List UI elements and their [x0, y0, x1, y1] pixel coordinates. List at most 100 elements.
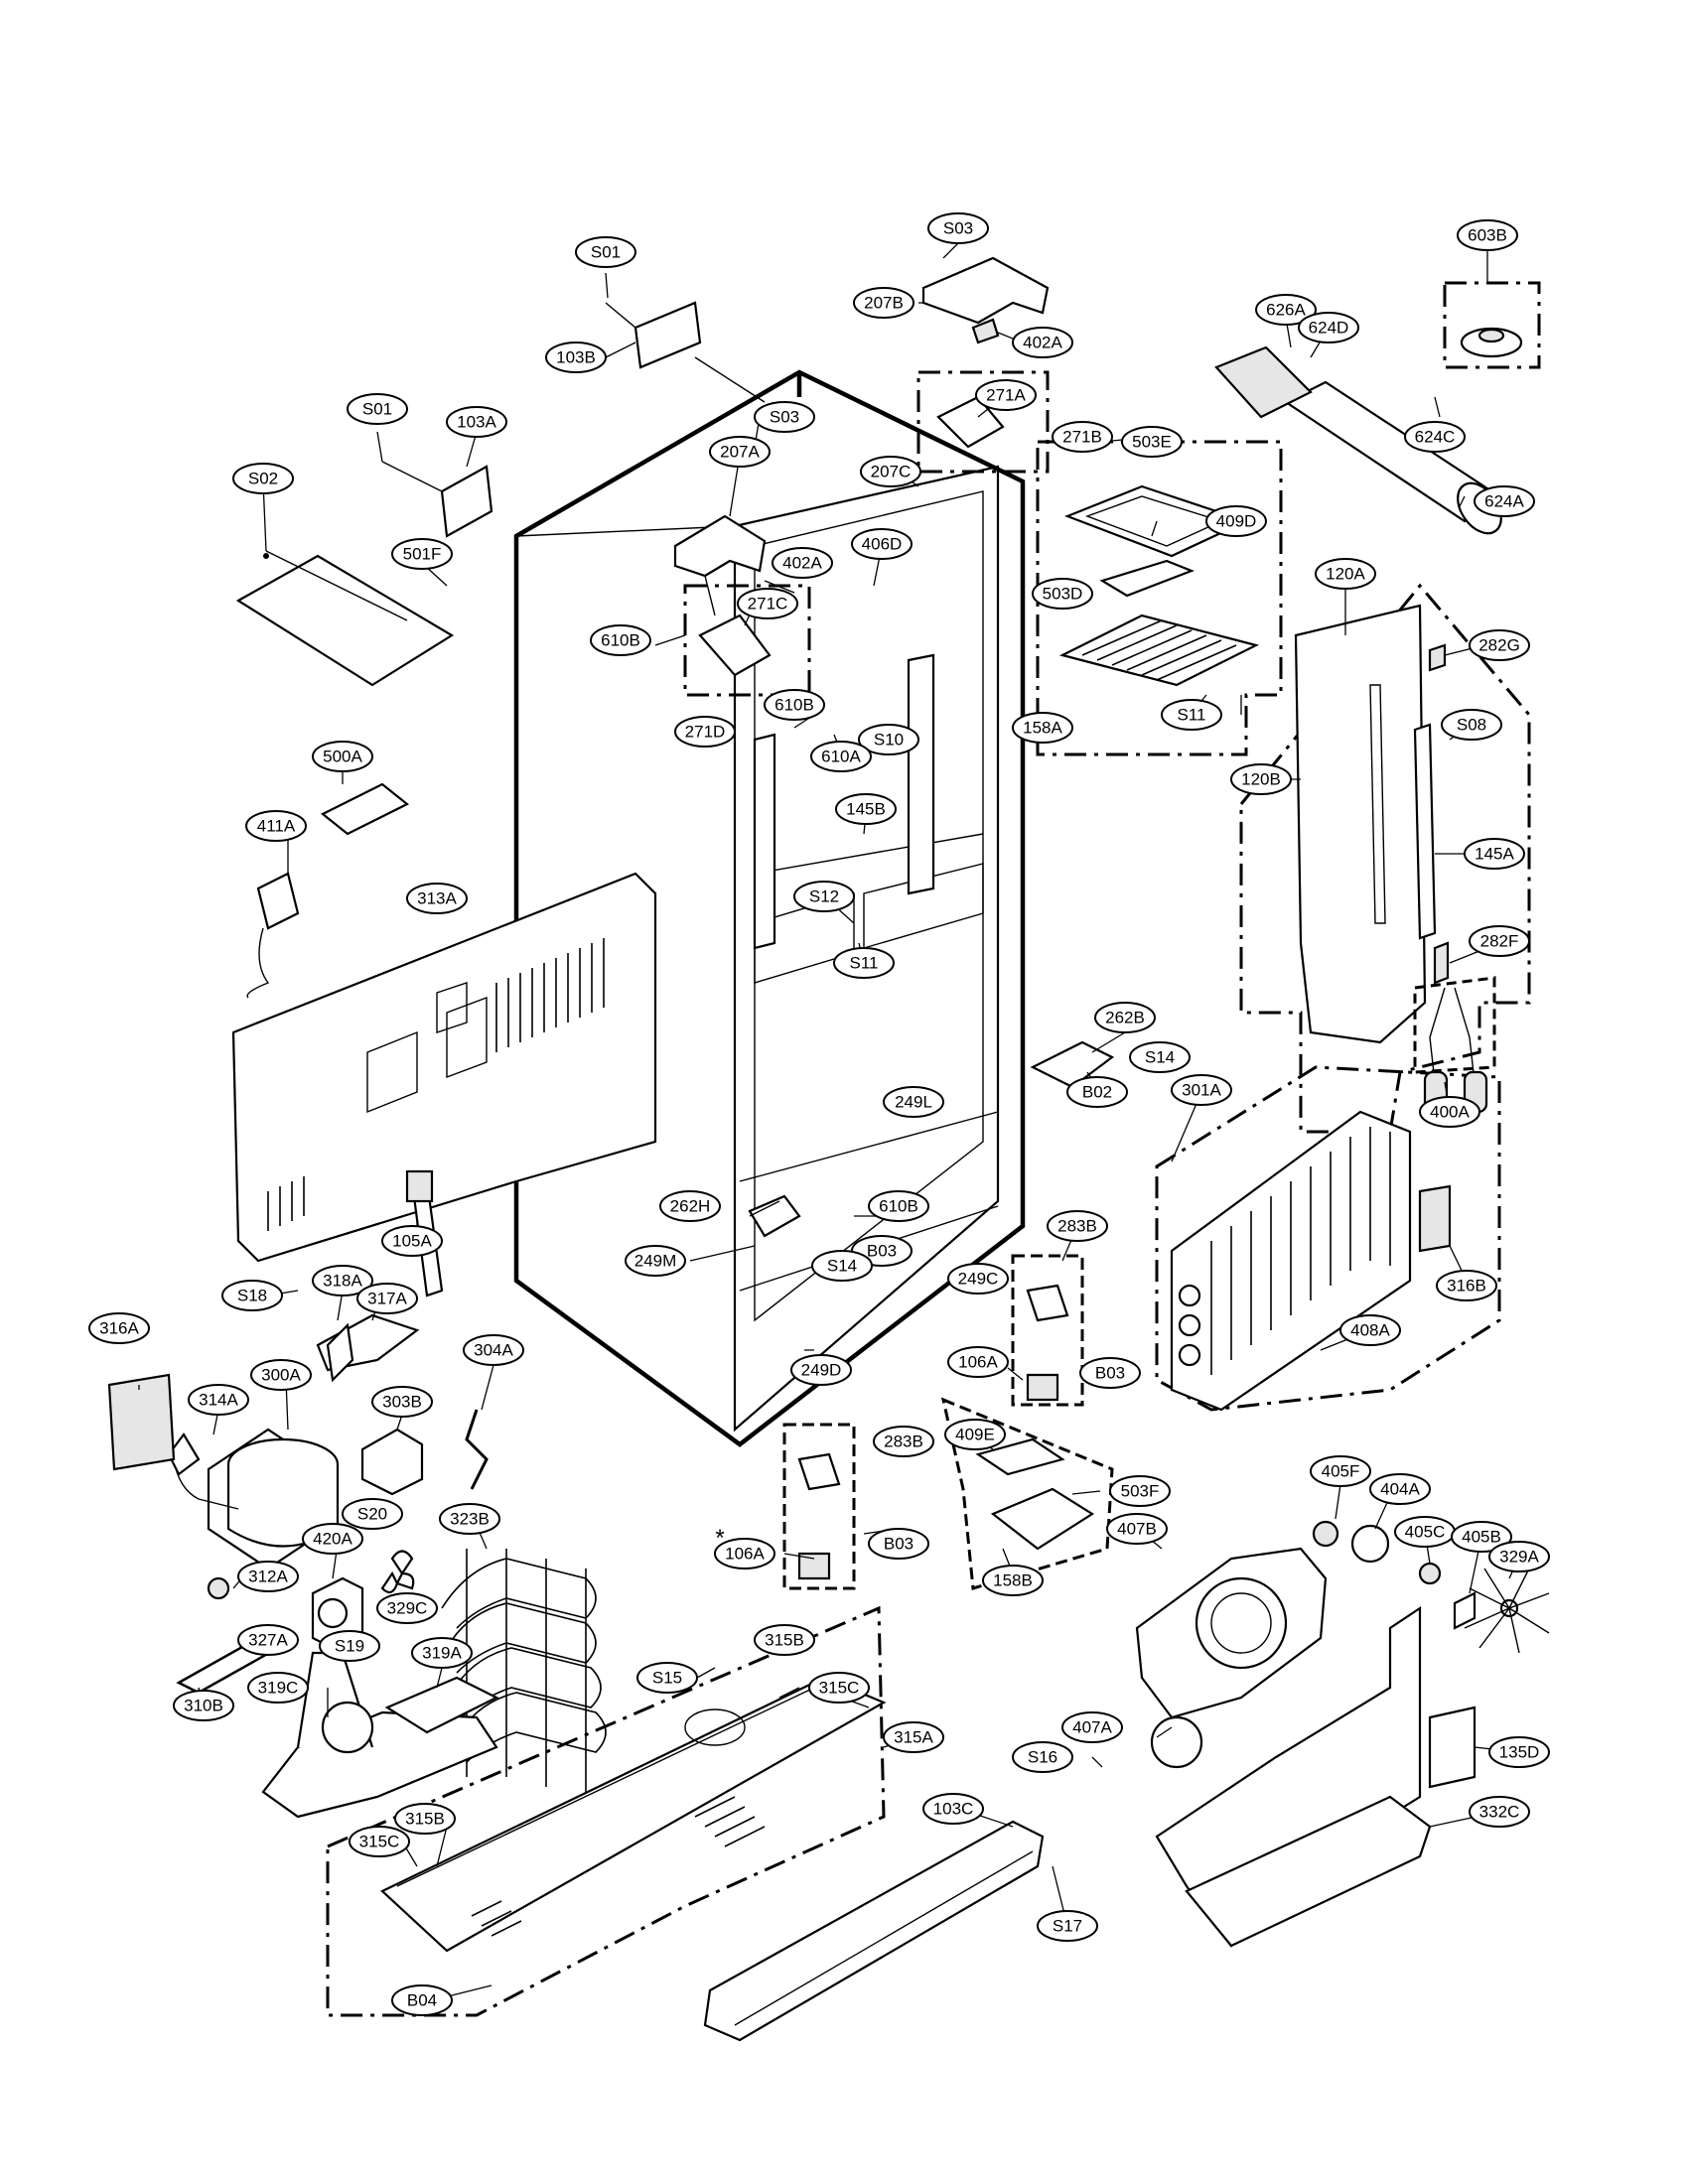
- cabinet: [513, 369, 1026, 1447]
- part-label-249m: 249M: [625, 1245, 686, 1277]
- label-ellipse: [947, 1346, 1009, 1378]
- label-ellipse: [232, 463, 294, 494]
- label-ellipse: [1488, 1541, 1550, 1572]
- part-label-626a: 626A: [1255, 294, 1317, 326]
- label-text: S16: [1028, 1748, 1057, 1767]
- label-text: 207C: [871, 463, 912, 481]
- part-label-407b: 407B: [1106, 1513, 1168, 1545]
- label-ellipse: [947, 1263, 1009, 1295]
- part-label-406d: 406D: [851, 528, 913, 560]
- label-text: 610B: [601, 631, 640, 650]
- part-label-610b-c: 610B: [868, 1190, 929, 1222]
- part-label-103a: 103A: [446, 406, 507, 438]
- label-text: 262B: [1105, 1009, 1145, 1027]
- part-label-103c: 103C: [922, 1793, 984, 1825]
- label-text: 409E: [955, 1426, 995, 1444]
- label-ellipse: [868, 1528, 929, 1560]
- leg-283B-a: [1011, 1254, 1084, 1407]
- part-label-420a: 420A: [302, 1523, 363, 1555]
- label-ellipse: [545, 341, 607, 373]
- label-text: 408A: [1350, 1321, 1390, 1340]
- label-ellipse: [1094, 1002, 1156, 1033]
- label-ellipse: [347, 393, 408, 425]
- label-text: 503E: [1132, 433, 1172, 452]
- part-label-317a: 317A: [356, 1283, 418, 1314]
- label-text: 282G: [1478, 636, 1520, 655]
- label-text: 500A: [323, 748, 362, 766]
- label-text: 420A: [313, 1530, 352, 1549]
- part-label-501f: 501F: [391, 538, 453, 570]
- top-cover-501F: [235, 550, 455, 687]
- label-text: 207A: [720, 443, 760, 462]
- label-ellipse: [446, 406, 507, 438]
- label-text: 283B: [1057, 1217, 1097, 1236]
- label-ellipse: [714, 1538, 775, 1570]
- tray-503F: [940, 1397, 1114, 1590]
- label-ellipse: [391, 1984, 453, 2016]
- label-text: 317A: [367, 1290, 407, 1308]
- label-ellipse: [811, 1250, 873, 1282]
- label-text: 303B: [382, 1393, 422, 1412]
- motor-404A: [1312, 1520, 1477, 1630]
- part-label-s11-mid: S11: [833, 947, 895, 979]
- label-text: S03: [770, 408, 799, 427]
- part-label-282f: 282F: [1469, 925, 1530, 957]
- label-text: 626A: [1266, 301, 1306, 320]
- part-label-411a: 411A: [245, 810, 307, 842]
- part-label-304a: 304A: [463, 1334, 524, 1366]
- label-text: 624C: [1415, 428, 1456, 447]
- label-text: 407A: [1072, 1718, 1112, 1737]
- part-label-b03-c: B03: [868, 1528, 929, 1560]
- label-text: S14: [827, 1257, 857, 1276]
- cover-135D: [1428, 1706, 1477, 1789]
- label-ellipse: [221, 1280, 283, 1311]
- label-ellipse: [1052, 421, 1113, 453]
- part-label-s10: S10: [858, 724, 919, 755]
- label-ellipse: [851, 528, 913, 560]
- label-ellipse: [1315, 558, 1376, 590]
- label-text: S01: [362, 400, 392, 419]
- label-text: 319A: [422, 1644, 462, 1663]
- label-text: S15: [652, 1669, 682, 1688]
- label-text: S12: [809, 887, 839, 906]
- part-label-s17: S17: [1037, 1910, 1098, 1942]
- label-ellipse: [922, 1793, 984, 1825]
- part-label-158b: 158B: [982, 1565, 1044, 1596]
- label-text: B03: [867, 1242, 897, 1261]
- label-text: B04: [407, 1991, 437, 2010]
- label-ellipse: [250, 1359, 312, 1391]
- part-label-s01-a: S01: [575, 236, 636, 268]
- label-ellipse: [858, 724, 919, 755]
- bracket-262B: [1030, 1040, 1115, 1089]
- part-label-332c: 332C: [1469, 1796, 1530, 1828]
- part-label-120b: 120B: [1230, 763, 1292, 795]
- label-text: 624A: [1484, 492, 1524, 511]
- part-label-s03-top: S03: [927, 212, 989, 244]
- label-text: 103C: [933, 1800, 974, 1819]
- label-text: 145A: [1475, 845, 1514, 864]
- label-ellipse: [237, 1624, 299, 1656]
- label-text: 409D: [1216, 512, 1257, 531]
- label-text: 405F: [1322, 1462, 1360, 1481]
- part-label-310b: 310B: [173, 1690, 234, 1721]
- part-label-271c: 271C: [737, 588, 798, 619]
- label-ellipse: [463, 1334, 524, 1366]
- label-text: 249L: [895, 1093, 932, 1112]
- part-label-314a: 314A: [188, 1384, 249, 1416]
- part-label-s02: S02: [232, 463, 294, 494]
- part-label-408a: 408A: [1339, 1314, 1401, 1346]
- label-text: 610B: [879, 1197, 918, 1216]
- part-label-312a: 312A: [237, 1561, 299, 1592]
- label-text: 106A: [958, 1353, 998, 1372]
- label-ellipse: [927, 212, 989, 244]
- label-ellipse: [342, 1498, 403, 1530]
- label-text: 315A: [894, 1728, 933, 1747]
- part-label-135d: 135D: [1488, 1736, 1550, 1768]
- part-label-402a-mid: 402A: [772, 547, 833, 579]
- label-ellipse: [1171, 1074, 1232, 1106]
- part-label-s18: S18: [221, 1280, 283, 1311]
- label-ellipse: [590, 624, 651, 656]
- label-text: S11: [850, 954, 879, 973]
